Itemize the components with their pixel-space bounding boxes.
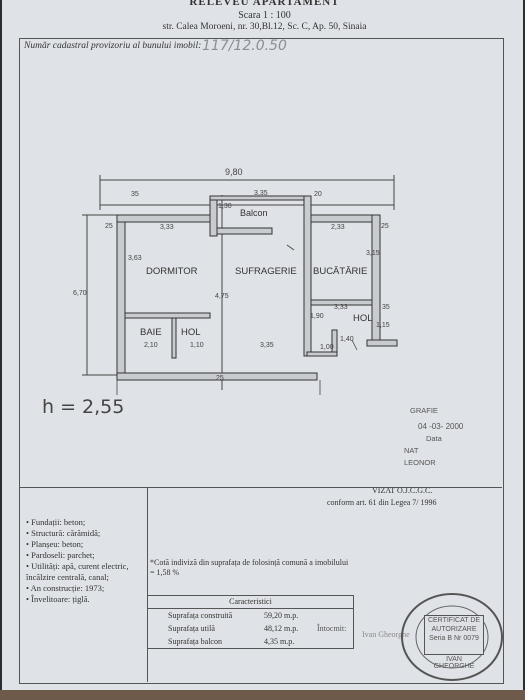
dim-wall-1-15: 1,15 (376, 322, 390, 329)
feature-item: Utilități: apă, curent electric, încălzi… (26, 561, 146, 583)
dim-balcon-height: 1,30 (218, 203, 232, 210)
viza-law: conform art. 61 din Legea 7/ 1996 (327, 498, 437, 507)
dim-total-width: 9,80 (225, 167, 243, 177)
scale-label: Scara 1 : 100 (238, 10, 291, 21)
row-label: Suprafața balcon (168, 637, 222, 646)
seal-name: IVAN GHEORGHE (433, 656, 475, 670)
dim-balcon-width: 3,35 (254, 190, 268, 197)
cadastral-label: Număr cadastral provizoriu al bunului im… (24, 41, 202, 51)
feature-item: Structură: cărămidă; (26, 528, 146, 539)
certification-seal (401, 593, 503, 681)
dim-1-00: 1,00 (320, 344, 334, 351)
dim-bucatarie-width: 2,33 (331, 224, 345, 231)
feature-item: Planșeu: beton; (26, 539, 146, 550)
feature-item: An construcție: 1973; (26, 583, 146, 594)
room-dormitor: DORMITOR (146, 266, 198, 277)
dim-hol2-height: 1,90 (310, 313, 324, 320)
table-row: Suprafața balcon 4,35 m.p. (148, 635, 353, 648)
room-sufragerie: SUFRAGERIE (235, 266, 297, 277)
stamp-date-value: 04 -03- 2000 (418, 422, 464, 431)
stamp-natura: NAT (404, 446, 419, 455)
dim-dormitor-height: 3,63 (128, 255, 142, 262)
cadastral-value: 117/12.0.50 (202, 38, 287, 54)
stamp-grafie: GRAFIE (410, 406, 438, 415)
feature-item: Fundații: beton; (26, 517, 146, 528)
table-surface (0, 690, 525, 700)
page-frame (19, 38, 504, 684)
room-balcon: Balcon (240, 208, 268, 218)
dim-sufragerie-width: 3,35 (260, 342, 274, 349)
room-bucatarie: BUCĂTĂRIE (313, 266, 368, 277)
stamp-leonor: LEONOR (404, 458, 436, 467)
dim-dormitor-width: 3,33 (160, 224, 174, 231)
dim-hol2-width: 3,33 (334, 304, 348, 311)
address-line: str. Calea Moroeni, nr. 30,Bl.12, Sc. C,… (162, 22, 367, 32)
document-title: RELEVEU APARTAMENT (189, 0, 340, 8)
dim-wall-35a: 35 (131, 191, 139, 198)
room-hol-2: HOL (353, 313, 373, 324)
room-baie: BAIE (140, 327, 162, 338)
dim-total-height: 6,70 (73, 290, 87, 297)
dim-wall-25b: 25 (381, 223, 389, 230)
stamp-date-label: Data (426, 434, 442, 443)
section-divider (19, 487, 502, 488)
characteristics-title: Caracteristici (148, 596, 353, 609)
characteristics-table: Caracteristici Suprafața construită 59,2… (147, 595, 354, 649)
intocmit-name: Ivan Gheorghe (362, 630, 410, 639)
intocmit-label: Întocmit: (317, 624, 347, 633)
height-note: h = 2,55 (42, 396, 125, 418)
feature-item: Pardoseli: parchet; (26, 550, 146, 561)
row-value: 48,12 m.p. (264, 624, 299, 633)
row-value: 59,20 m.p. (264, 611, 299, 620)
features-box (19, 487, 148, 682)
viza-title: VIZAT O.J.C.G.C. (372, 486, 433, 495)
table-row: Suprafața utilă 48,12 m.p. (148, 622, 353, 635)
dim-1-40: 1,40 (340, 336, 354, 343)
dim-wall-20: 20 (314, 191, 322, 198)
cota-indiviza-note: *Cotă indiviză din suprafața de folosinț… (150, 558, 349, 577)
row-value: 4,35 m.p. (264, 637, 295, 646)
room-hol-1: HOL (181, 327, 201, 338)
dim-hol1-width: 1,10 (190, 342, 204, 349)
dim-wall-35b: 35 (382, 304, 390, 311)
dim-bucatarie-height: 3,15 (366, 250, 380, 257)
row-label: Suprafața construită (168, 611, 233, 620)
features-list: Fundații: beton; Structură: cărămidă; Pl… (26, 517, 146, 605)
feature-item: Învelitoare: țiglă. (26, 594, 146, 605)
dim-sufragerie-height: 4,75 (215, 293, 229, 300)
dim-baie-width: 2,10 (144, 342, 158, 349)
dim-wall-25c: 25 (216, 375, 224, 382)
dim-wall-25a: 25 (105, 223, 113, 230)
registration-stamp: GRAFIE 04 -03- 2000 Data NAT LEONOR (404, 398, 476, 467)
seal-certificate-text: CERTIFICAT DE AUTORIZARE Seria B Nr 0079 (424, 615, 484, 655)
table-row: Suprafața construită 59,20 m.p. (148, 609, 353, 622)
row-label: Suprafața utilă (168, 624, 215, 633)
